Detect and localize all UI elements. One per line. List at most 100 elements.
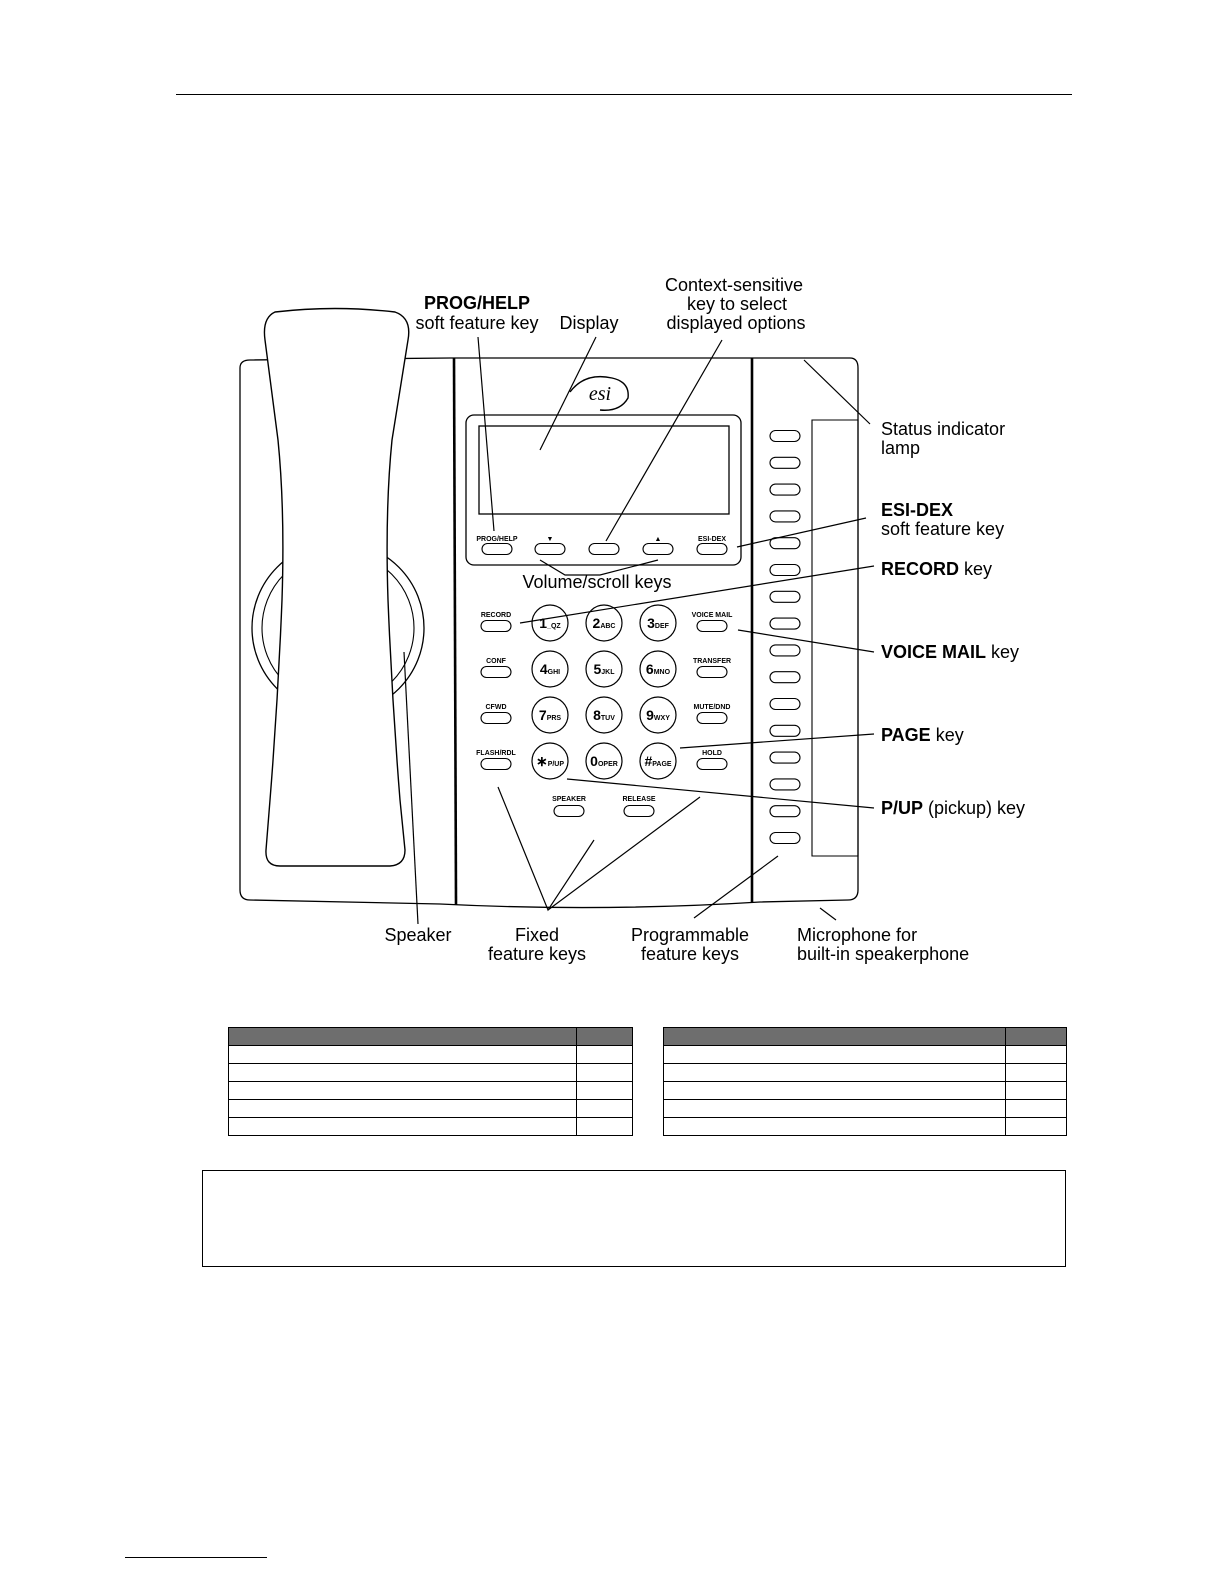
svg-text:0OPER: 0OPER: [590, 753, 618, 769]
leader-lines: [403, 336, 875, 925]
table-right: [663, 1027, 1067, 1136]
programmable-key-1[interactable]: [769, 429, 801, 443]
dial-key-tuv[interactable]: 8TUV: [585, 696, 623, 734]
conf-key[interactable]: [480, 665, 512, 679]
programmable-key-3[interactable]: [769, 483, 801, 496]
soft-key-label-3: ▲: [655, 536, 662, 543]
svg-text:9WXY: 9WXY: [646, 707, 670, 723]
programmable-key-4[interactable]: [769, 510, 801, 523]
key-label-transfer: TRANSFER: [693, 658, 731, 665]
programmable-key-7[interactable]: [769, 590, 801, 603]
callout-programmable-1: Programmable: [631, 925, 749, 945]
dial-key-wxy[interactable]: 9WXY: [639, 696, 677, 734]
key-label-cfwd: CFWD: [486, 704, 507, 711]
callout-status-2: lamp: [881, 438, 920, 458]
label-strip: [811, 419, 859, 857]
flash-rdl-key[interactable]: [480, 757, 512, 771]
key-label-hold: HOLD: [702, 750, 722, 757]
svg-text:#PAGE: #PAGE: [644, 753, 671, 769]
logo-text: esi: [589, 383, 611, 405]
callout-volume: Volume/scroll keys: [522, 572, 671, 592]
callout-status-1: Status indicator: [881, 419, 1005, 439]
handset: [263, 307, 410, 867]
dial-key-page[interactable]: #PAGE: [639, 742, 677, 780]
programmable-key-14[interactable]: [769, 778, 801, 791]
programmable-key-12[interactable]: [769, 724, 801, 737]
callout-page: PAGE key: [881, 725, 964, 745]
display-screen: [478, 425, 730, 515]
transfer-key[interactable]: [696, 665, 728, 679]
release-key[interactable]: [623, 804, 655, 818]
soft-key-label-1: ▼: [547, 536, 554, 543]
dialpad: 1_QZ 2ABC 3DEF 4GHI 5JKL 6MNO 7PRS 8TUV 9WXY ∗P/U…: [531, 604, 677, 780]
callout-voicemail: VOICE MAIL key: [881, 642, 1019, 662]
dial-key-qz[interactable]: 1_QZ: [531, 604, 569, 642]
dial-key-abc[interactable]: 2ABC: [585, 604, 623, 642]
mute-dnd-key[interactable]: [696, 711, 728, 725]
programmable-key-8[interactable]: [769, 617, 801, 630]
key-label-release: RELEASE: [622, 796, 655, 803]
svg-text:8TUV: 8TUV: [593, 707, 615, 723]
speaker-key[interactable]: [553, 804, 585, 818]
soft-key-2[interactable]: [588, 542, 620, 556]
dial-key-oper[interactable]: 0OPER: [585, 742, 623, 780]
soft-key-4[interactable]: [696, 542, 728, 556]
programmable-key-10[interactable]: [769, 671, 801, 684]
dial-key-p-up[interactable]: ∗P/UP: [531, 742, 569, 780]
callout-record: RECORD key: [881, 559, 992, 579]
soft-key-label-4: ESI-DEX: [698, 536, 726, 543]
programmable-key-11[interactable]: [769, 697, 801, 711]
key-label-voice-mail: VOICE MAIL: [692, 612, 734, 619]
table-left: [228, 1027, 633, 1136]
programmable-key-5[interactable]: [769, 537, 801, 550]
callout-context-3: displayed options: [666, 313, 805, 333]
programmable-key-9[interactable]: [769, 644, 801, 657]
key-label-flash-rdl: FLASH/RDL: [476, 750, 516, 757]
callout-programmable-2: feature keys: [641, 944, 739, 964]
phone-diagram: esi PROG/HELP ▼ ▲ ESI-DEX RECORD CONF CFWD FLA…: [239, 275, 1025, 964]
svg-text:2ABC: 2ABC: [593, 615, 616, 631]
soft-key-label-0: PROG/HELP: [476, 536, 518, 543]
programmable-keys: [769, 429, 801, 845]
soft-key-3[interactable]: [642, 542, 674, 556]
key-label-conf: CONF: [486, 658, 507, 665]
hold-key[interactable]: [696, 757, 728, 771]
key-label-speaker: SPEAKER: [552, 796, 586, 803]
dial-key-prs[interactable]: 7PRS: [531, 696, 569, 734]
callout-pup: P/UP (pickup) key: [881, 798, 1025, 818]
voice-mail-key[interactable]: [696, 619, 728, 633]
callout-fixed-1: Fixed: [515, 925, 559, 945]
svg-text:∗P/UP: ∗P/UP: [536, 753, 564, 769]
callout-prog-help: PROG/HELP: [424, 293, 530, 313]
soft-key-1[interactable]: [534, 542, 566, 556]
callout-context-2: key to select: [687, 294, 787, 314]
callout-esidex: ESI-DEX: [881, 500, 953, 520]
programmable-key-6[interactable]: [769, 563, 801, 577]
programmable-key-13[interactable]: [769, 751, 801, 764]
programmable-key-16[interactable]: [769, 831, 801, 845]
left-fixed-keys: RECORD CONF CFWD FLASH/RDL: [476, 612, 517, 771]
header-rule: [176, 94, 1072, 95]
callout-esidex-sub: soft feature key: [881, 519, 1004, 539]
programmable-key-15[interactable]: [769, 805, 801, 818]
note-box: [202, 1170, 1066, 1267]
dial-key-jkl[interactable]: 5JKL: [585, 650, 623, 688]
soft-key-0[interactable]: [481, 542, 513, 556]
callout-fixed-2: feature keys: [488, 944, 586, 964]
key-label-mute-dnd: MUTE/DND: [694, 704, 731, 711]
callout-display: Display: [559, 313, 618, 333]
key-label-record: RECORD: [481, 612, 511, 619]
svg-text:5JKL: 5JKL: [593, 661, 615, 677]
bottom-fixed-keys: SPEAKER RELEASE: [552, 796, 656, 818]
callout-speaker: Speaker: [384, 925, 451, 945]
footnote-rule: [125, 1557, 267, 1558]
dial-key-ghi[interactable]: 4GHI: [531, 650, 569, 688]
record-key[interactable]: [480, 619, 512, 633]
programmable-key-2[interactable]: [769, 456, 801, 469]
callout-prog-help-sub: soft feature key: [415, 313, 538, 333]
dial-key-def[interactable]: 3DEF: [639, 604, 677, 642]
esi-logo: esi: [569, 375, 629, 411]
cfwd-key[interactable]: [480, 711, 512, 725]
dial-key-mno[interactable]: 6MNO: [639, 650, 677, 688]
soft-keys: PROG/HELP ▼ ▲ ESI-DEX: [476, 536, 728, 556]
